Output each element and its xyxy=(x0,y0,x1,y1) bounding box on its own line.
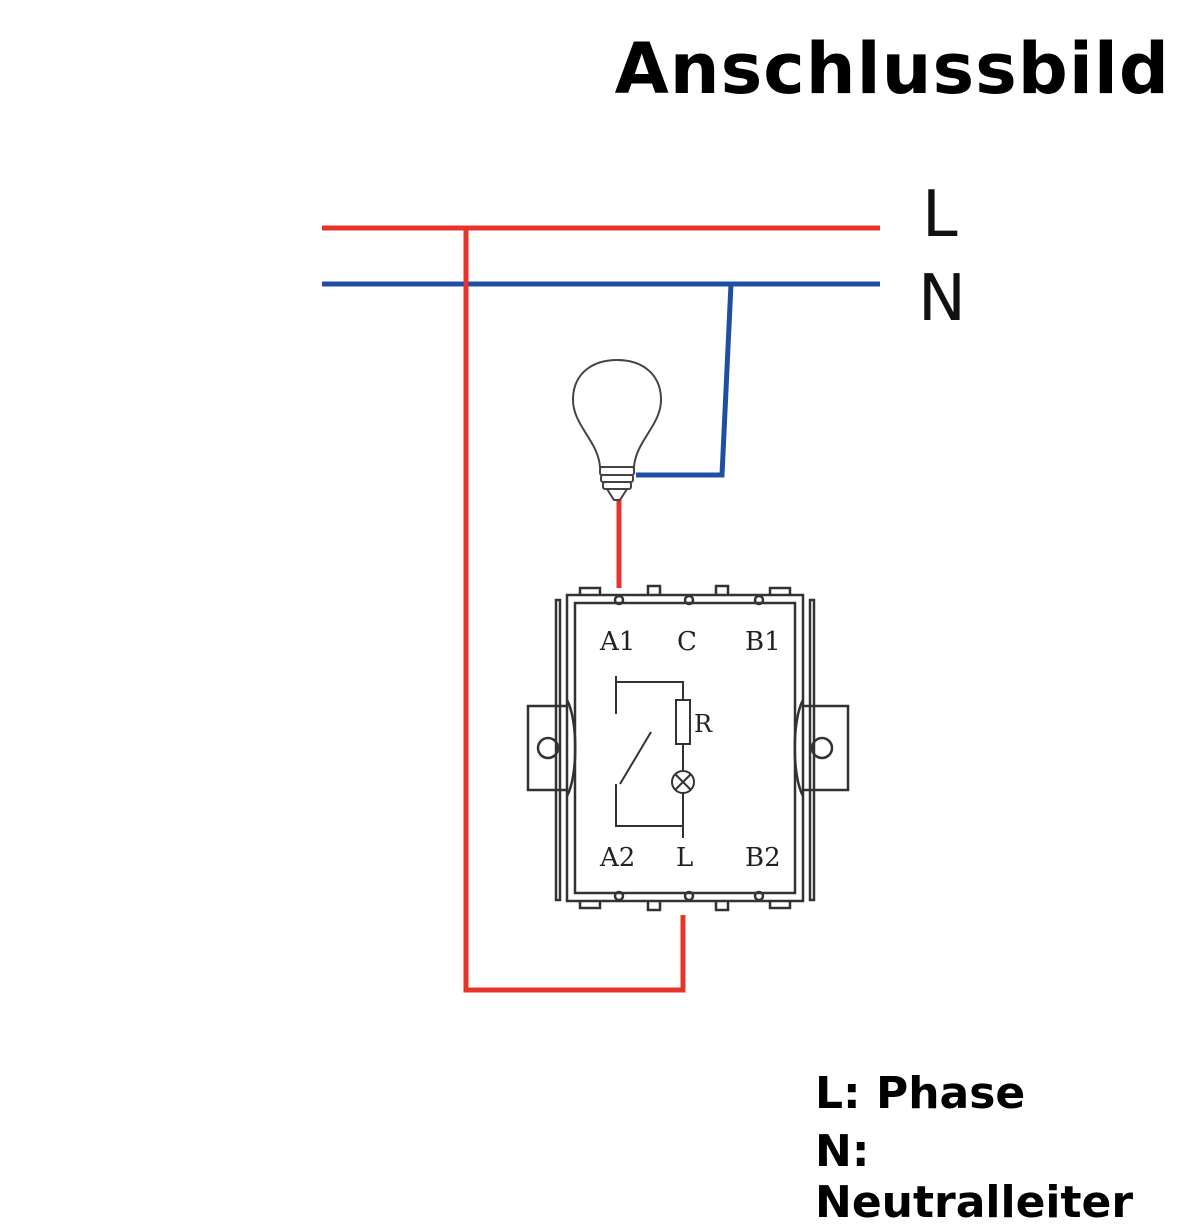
legend-phase: L: Phase xyxy=(815,1068,1026,1119)
switch-housing xyxy=(526,584,850,912)
neutral-lamp-wire xyxy=(636,283,734,478)
page-title: Anschlussbild xyxy=(614,28,1170,110)
indicator-lamp-icon xyxy=(671,770,695,794)
terminal-label-a2: A2 xyxy=(599,843,635,873)
resistor-label: R xyxy=(694,710,713,738)
terminal-label-b1: B1 xyxy=(745,627,781,657)
resistor-symbol xyxy=(675,699,691,745)
neutral-bus-label: N xyxy=(918,262,966,336)
phase-feed-wire xyxy=(463,228,686,993)
terminal-label-b2: B2 xyxy=(745,843,781,873)
phase-bus-label: L xyxy=(922,178,958,252)
wiring-diagram: A1 C B1 A2 L B2 R xyxy=(322,225,880,993)
legend-neutral: N: Neutralleiter xyxy=(815,1126,1134,1228)
terminal-label-a1: A1 xyxy=(599,627,635,657)
switch-internal-schematic xyxy=(615,676,695,838)
terminal-label-l: L xyxy=(676,843,693,873)
light-bulb-icon xyxy=(571,358,663,501)
terminal-label-c: C xyxy=(677,627,697,657)
